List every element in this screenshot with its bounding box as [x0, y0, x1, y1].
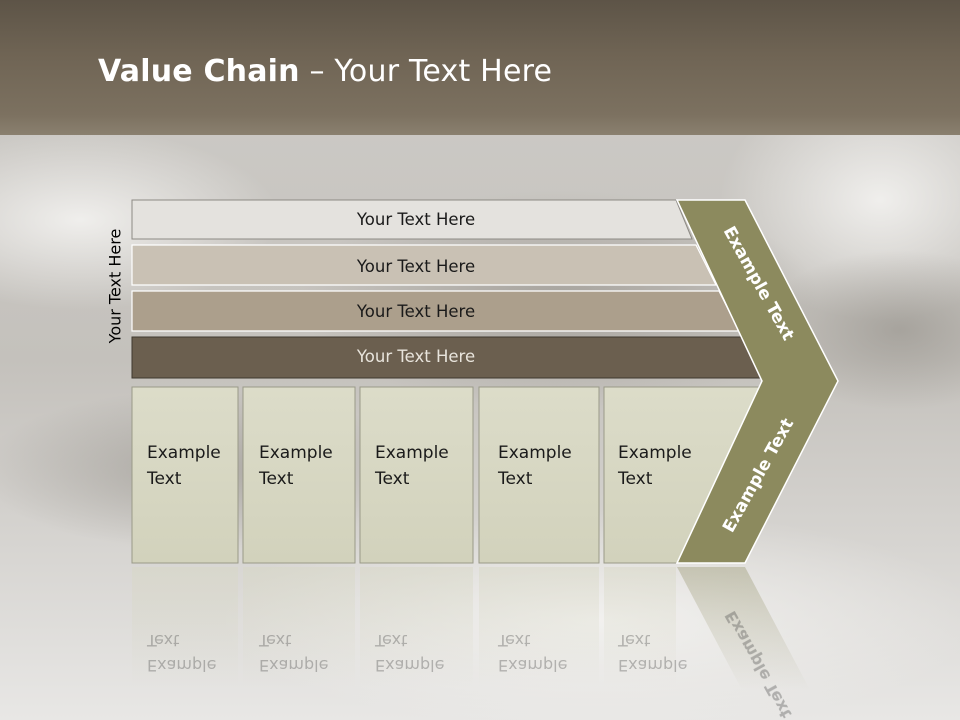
svg-text:Example: Example [147, 656, 216, 675]
svg-text:Text: Text [258, 631, 291, 650]
title-rest: – Your Text Here [299, 54, 553, 89]
band-3-label: Your Text Here [356, 302, 475, 321]
cell-1-box [131, 386, 239, 564]
cell-1-line2: Text [147, 469, 182, 489]
cell-5-line2: Text [618, 469, 653, 489]
svg-text:Text: Text [497, 631, 530, 650]
cell-2-box [242, 386, 356, 564]
band-1-shape [131, 199, 693, 240]
cell-4-line1: Example [498, 443, 572, 463]
cell-3-line2: Text [375, 469, 410, 489]
cell-1-line1: Example [147, 443, 221, 463]
svg-text:Example: Example [618, 656, 687, 675]
cell-4-box [478, 386, 600, 564]
title-bar [0, 0, 960, 135]
svg-text:Text: Text [374, 631, 407, 650]
cell-4-line2: Text [498, 469, 533, 489]
svg-text:Example: Example [498, 656, 567, 675]
cell-3-box [359, 386, 474, 564]
svg-text:Text: Text [146, 631, 179, 650]
diagram-reflection [132, 567, 810, 690]
band-2-label: Your Text Here [356, 257, 475, 276]
chevron-shape [675, 199, 839, 564]
cell-3-line1: Example [375, 443, 449, 463]
cell-2-line2: Text [259, 469, 294, 489]
svg-text:Example: Example [375, 656, 444, 675]
band-2-shape [131, 244, 717, 286]
svg-text:Example: Example [259, 656, 328, 675]
title-bold: Value Chain [98, 54, 300, 89]
slide-title: Value Chain – Your Text Here [98, 54, 552, 89]
band-4-label: Your Text Here [356, 347, 475, 366]
band-1-label: Your Text Here [356, 210, 475, 229]
cell-5-line1: Example [618, 443, 692, 463]
cell-2-line1: Example [259, 443, 333, 463]
svg-text:Text: Text [617, 631, 650, 650]
